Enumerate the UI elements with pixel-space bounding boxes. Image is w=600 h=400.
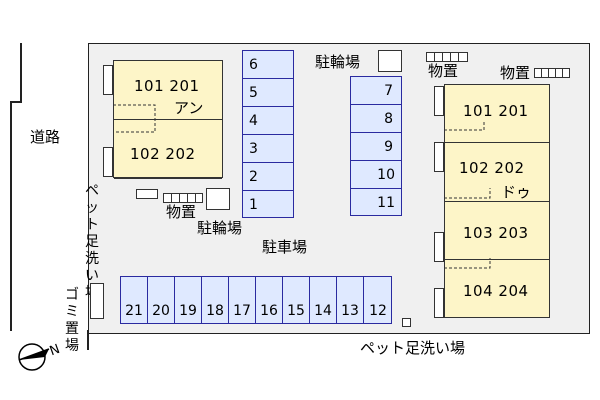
building-an: 101 201 102 202 アン [113,60,223,179]
building-du: 101 201 102 202 103 203 104 204 ドゥ [444,84,550,318]
parking-space: 19 [175,277,202,323]
parking-space: 13 [337,277,364,323]
parking-space: 8 [351,105,401,133]
pet-wash-area-left [136,189,158,199]
bike-parking-top [378,50,402,72]
unit-number: 101 201 [463,102,529,120]
parking-space: 20 [148,277,175,323]
site-boundary-left-ext [87,330,89,350]
storage-label-top: 物置 [428,62,459,80]
unit-row: 102 202 [114,120,222,179]
parking-space: 2 [243,163,293,191]
parking-space: 17 [229,277,256,323]
unit-row: 102 202 [445,143,549,202]
parking-space: 14 [310,277,337,323]
pet-wash-label-bottom: ペット足洗い場 [360,339,466,357]
parking-space: 21 [121,277,148,323]
parking-space: 5 [243,79,293,107]
parking-label: 駐車場 [262,238,308,256]
balcony [103,147,113,177]
parking-space: 6 [243,51,293,79]
parking-column-b: 7 8 9 10 11 [350,76,402,216]
unit-number: 102 202 [459,159,525,177]
storage-label-left: 物置 [166,203,197,221]
parking-space: 12 [369,303,387,319]
parking-space: 16 [256,277,283,323]
bike-parking-label-left: 駐輪場 [197,219,243,237]
parking-space: 11 [377,195,395,211]
building-name: アン [174,99,204,117]
parking-space: 9 [351,133,401,161]
unit-number: 102 202 [130,145,196,163]
balcony [434,232,444,262]
entrance-dashes [113,104,156,133]
parking-space: 1 [249,197,258,213]
unit-row: 101 201 [114,61,222,120]
unit-row: 104 204 [445,260,549,318]
road-boundary-top [20,43,22,103]
north-arrow-icon [18,343,50,371]
pet-wash-area-bottom [402,318,411,327]
balcony [434,142,444,172]
parking-space: 10 [351,161,401,189]
unit-number: 103 203 [463,224,529,242]
balcony [434,288,444,318]
balcony [434,86,444,116]
storage-icon [163,193,203,203]
unit-row: 101 201 [445,85,549,143]
garbage-label: ゴミ置場 [65,287,79,354]
garbage-area [90,283,104,319]
unit-row: 103 203 [445,202,549,260]
storage-icon [426,52,468,62]
parking-column-a: 6 5 4 3 2 1 [242,50,294,218]
parking-space: 4 [243,107,293,135]
storage-label-right: 物置 [500,64,531,82]
storage-icon [534,68,570,78]
building-name: ドゥ [501,183,532,201]
entrance-dashes [444,120,491,269]
unit-number: 101 201 [134,77,200,95]
unit-number: 104 204 [463,282,529,300]
parking-row-bottom: 21 20 19 18 17 16 15 14 13 12 [120,276,392,324]
parking-space: 18 [202,277,229,323]
bike-parking-left [206,188,230,210]
parking-space: 15 [283,277,310,323]
road-boundary-step [10,101,22,103]
parking-space: 3 [243,135,293,163]
pet-wash-label-left: ペット足洗い場 [85,183,99,301]
balcony [103,65,113,95]
road-label: 道路 [30,128,61,146]
bike-parking-label-top: 駐輪場 [315,53,361,71]
parking-space: 7 [351,77,401,105]
road-boundary-left [10,101,12,331]
